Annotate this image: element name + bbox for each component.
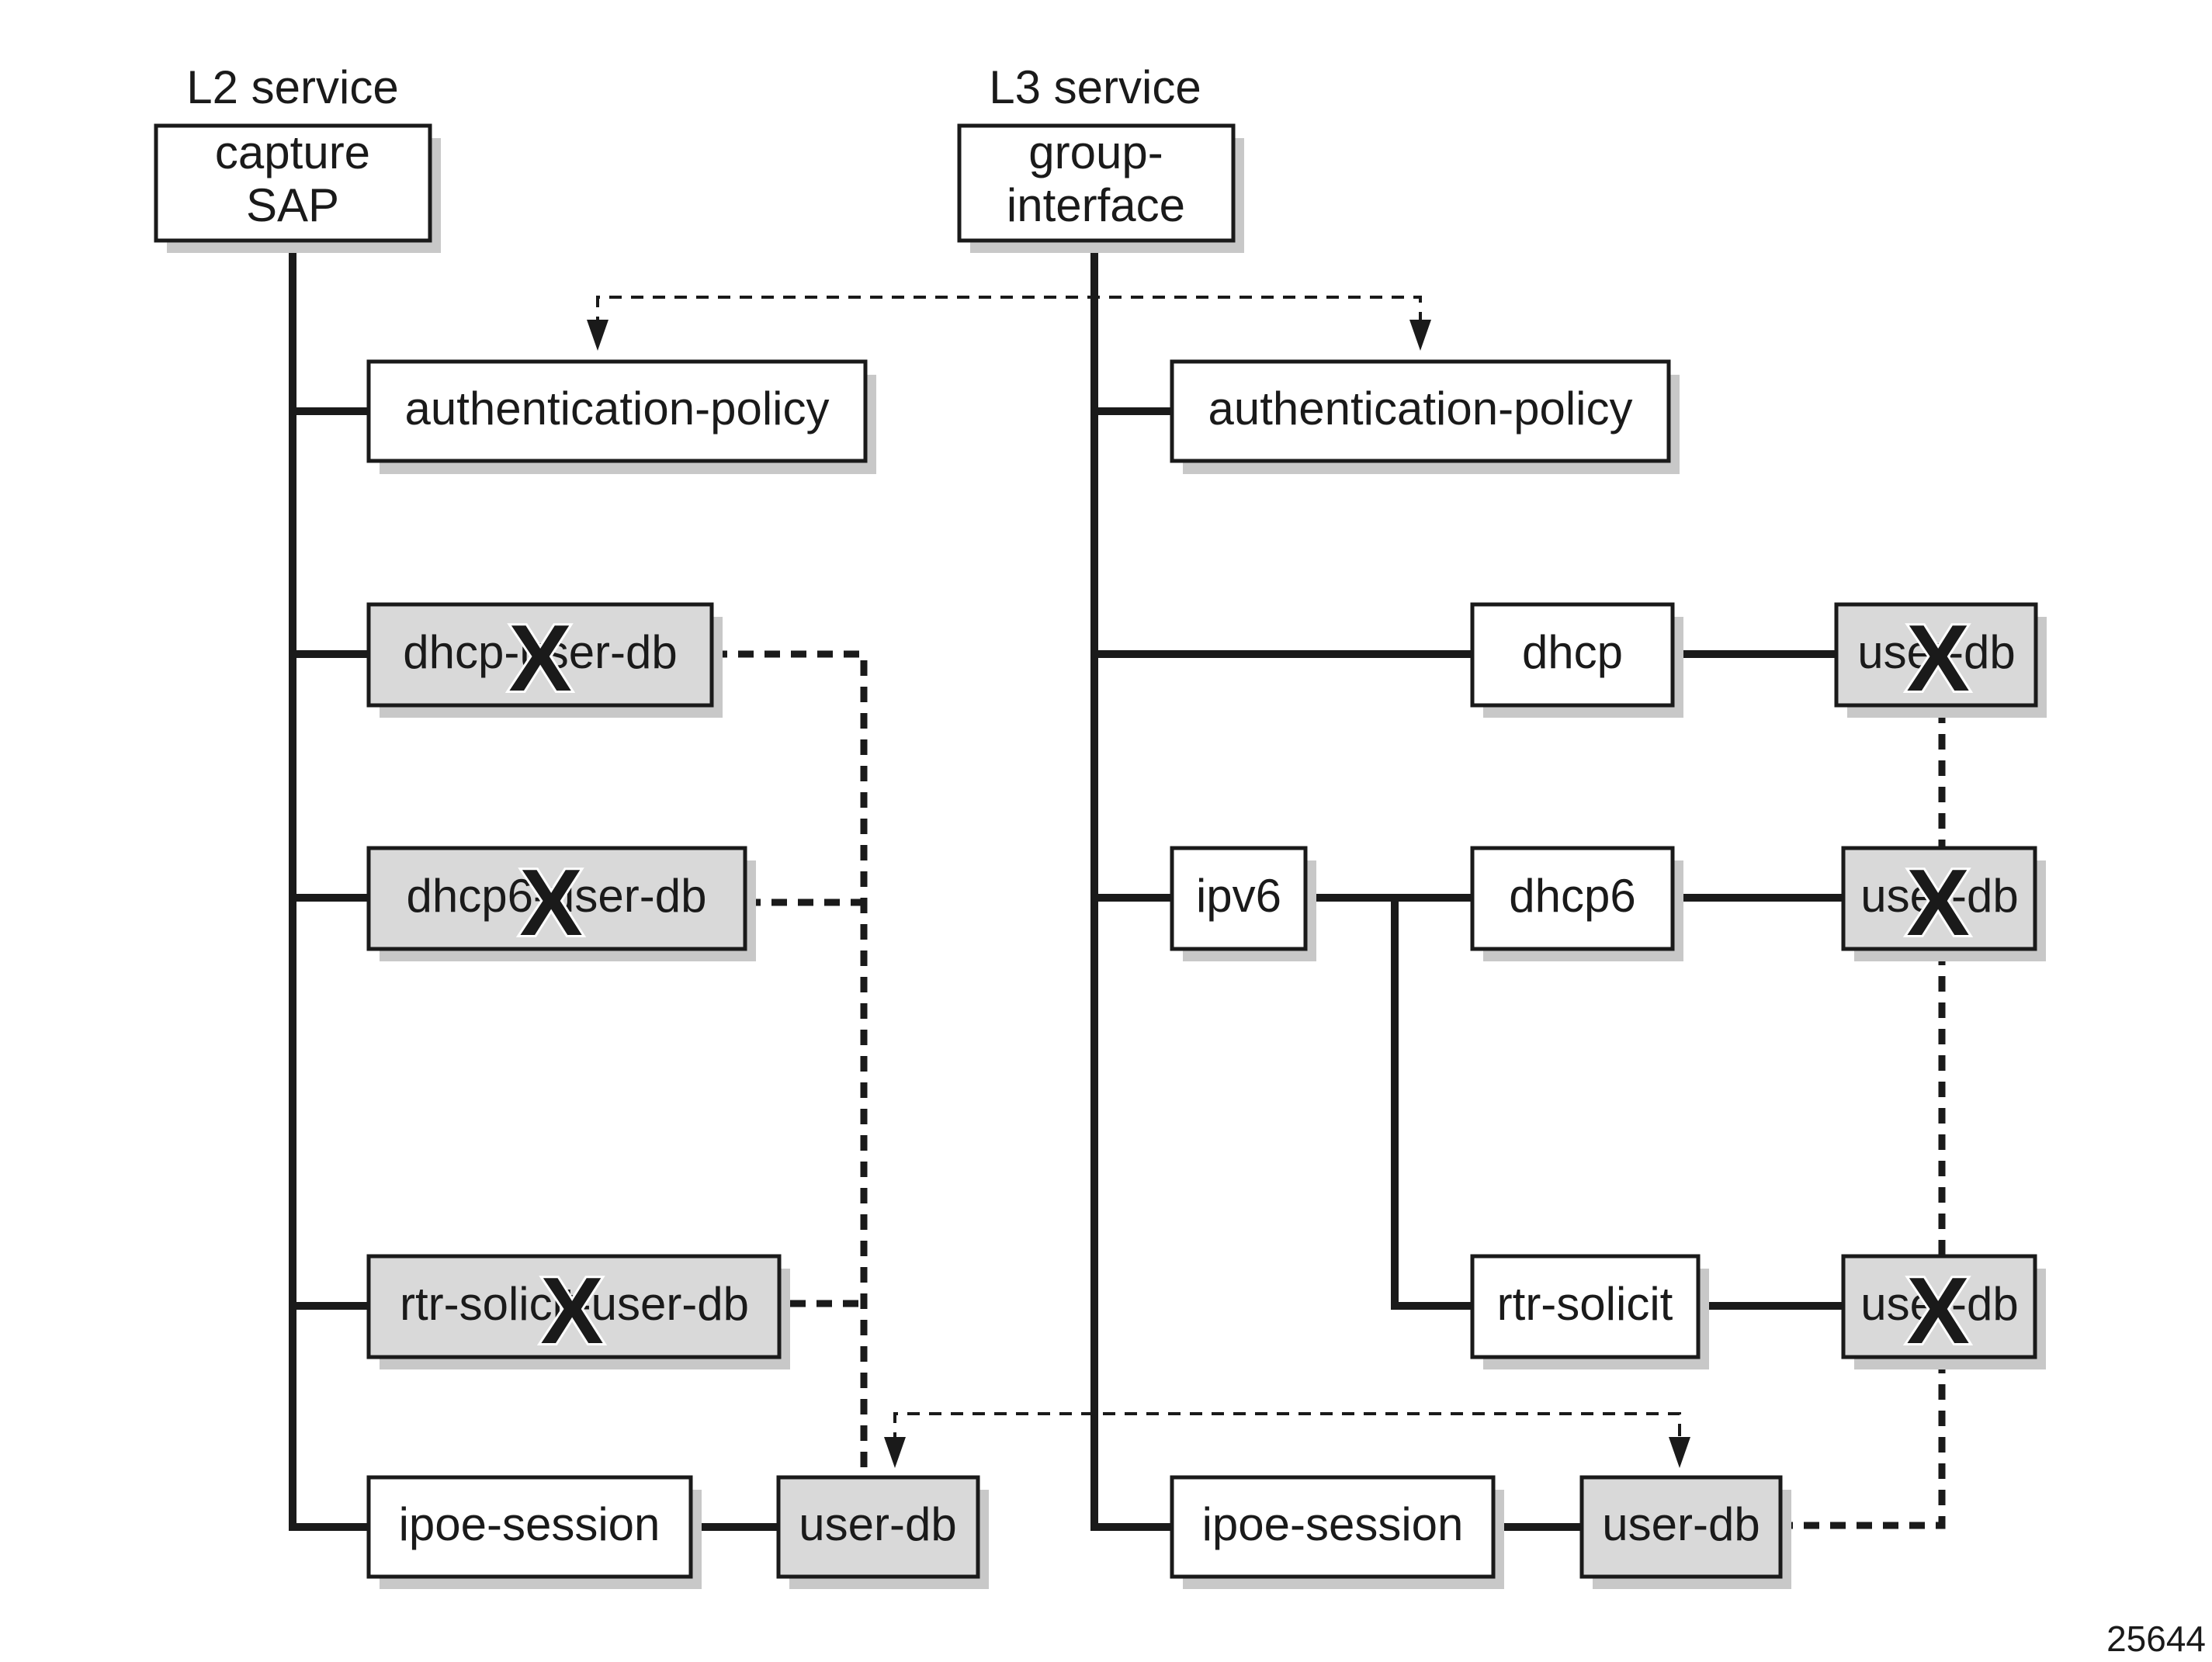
rtr-solicit-user-db-box <box>366 1254 782 1359</box>
l3-ipoe-session-node: ipoe-session <box>1170 1475 1504 1589</box>
rtr-solicit-box <box>1470 1254 1701 1359</box>
disabled-x-icon: X <box>1906 1258 1969 1363</box>
l2-dhcp-user-db-dashed-link <box>712 650 868 1474</box>
capture-sap-label-line2: SAP <box>246 179 339 231</box>
rtr-solicit-user-db-label: user-db <box>1860 1278 2018 1330</box>
dhcp-label: dhcp <box>1522 626 1623 678</box>
user-db-box <box>776 1475 980 1579</box>
l3-dhcp6-user-db-node: user-db X <box>1841 846 2046 961</box>
l2-capture-sap-node: capture SAP <box>154 123 441 253</box>
l3-rtr-user-db-to-user-db-dashed-link <box>1780 1358 1946 1529</box>
l3-user-db-arrowhead <box>1669 1437 1690 1468</box>
l3-rtr-solicit-node: rtr-solicit <box>1470 1254 1709 1369</box>
dhcp-user-db-label: user-db <box>1857 626 2015 678</box>
l3-authentication-policy-node: authentication-policy <box>1170 359 1680 474</box>
dhcp6-user-db-box <box>1841 846 2037 951</box>
dhcp-user-db-label: dhcp-user-db <box>403 626 678 678</box>
l2-service-header: L2 service <box>186 61 398 113</box>
l2-authentication-policy-arrowhead <box>587 320 608 351</box>
l3-user-db-node: user-db <box>1579 1475 1791 1589</box>
l2-authentication-policy-node: authentication-policy <box>366 359 876 474</box>
user-db-box <box>1579 1475 1783 1579</box>
dhcp6-box <box>1470 846 1675 951</box>
rtr-solicit-user-db-box <box>1841 1254 2037 1359</box>
ipv6-label: ipv6 <box>1196 870 1281 922</box>
dhcp-user-db-box <box>366 602 714 708</box>
group-interface-label-line2: interface <box>1007 179 1185 231</box>
disabled-x-icon: X <box>540 1258 603 1363</box>
disabled-x-icon: X <box>508 605 571 711</box>
l3-rtr-solicit-user-db-node: user-db X <box>1841 1254 2046 1369</box>
l3-dhcp-user-db-node: user-db X <box>1834 602 2047 718</box>
disabled-x-icon: X <box>1906 850 1969 955</box>
authentication-policy-shared-dashed-link <box>596 296 1422 329</box>
ipoe-session-label: ipoe-session <box>399 1498 660 1550</box>
l2-dhcp6-user-db-node: dhcp6-user-db X <box>366 846 756 961</box>
authentication-policy-label: authentication-policy <box>1208 383 1632 435</box>
l3-dhcp6-node: dhcp6 <box>1470 846 1683 961</box>
l2-dhcp-user-db-node: dhcp-user-db X <box>366 602 723 718</box>
disabled-x-icon: X <box>519 850 582 955</box>
dhcp6-user-db-box <box>366 846 747 951</box>
l2-service-column: L2 service capture SAP authentication-po… <box>154 61 989 1589</box>
authentication-policy-label: authentication-policy <box>404 383 829 435</box>
l2-user-db-arrowhead <box>884 1437 906 1468</box>
l2-rtr-solicit-user-db-node: rtr-solicit-user-db X <box>366 1254 790 1369</box>
authentication-policy-box <box>1170 359 1671 463</box>
l3-ipv6-node: ipv6 <box>1170 846 1316 961</box>
disabled-x-icon: X <box>1906 605 1969 711</box>
dhcp6-user-db-label: dhcp6-user-db <box>407 870 707 922</box>
dhcp-user-db-box <box>1834 602 2038 708</box>
user-db-label: user-db <box>799 1498 956 1550</box>
l2-user-db-node: user-db <box>776 1475 989 1589</box>
dhcp6-user-db-label: user-db <box>1860 870 2018 922</box>
l3-group-interface-node: group- interface <box>957 123 1244 253</box>
ipoe-session-label: ipoe-session <box>1202 1498 1464 1550</box>
ipv6-box <box>1170 846 1308 951</box>
dhcp-box <box>1470 602 1675 708</box>
l3-service-column: L3 service group- interface authenticati… <box>957 61 2047 1589</box>
rtr-solicit-user-db-label: rtr-solicit-user-db <box>400 1278 749 1330</box>
capture-sap-box <box>154 123 432 243</box>
l3-dhcp-node: dhcp <box>1470 602 1683 718</box>
ipoe-session-box <box>1170 1475 1496 1579</box>
authentication-policy-box <box>366 359 868 463</box>
rtr-solicit-label: rtr-solicit <box>1497 1278 1673 1330</box>
l3-service-header: L3 service <box>989 61 1201 113</box>
ipoe-session-box <box>366 1475 693 1579</box>
solid-connectors <box>289 239 1843 1531</box>
dashed-connectors <box>587 296 1946 1529</box>
figure-number: 25644 <box>2106 1619 2206 1659</box>
dhcp6-label: dhcp6 <box>1509 870 1635 922</box>
capture-sap-label-line1: capture <box>215 126 370 178</box>
user-db-label: user-db <box>1602 1498 1760 1550</box>
l2-ipoe-session-node: ipoe-session <box>366 1475 702 1589</box>
group-interface-box <box>957 123 1236 243</box>
group-interface-label-line1: group- <box>1028 126 1163 178</box>
user-db-shared-dashed-link <box>893 1412 1681 1445</box>
l3-authentication-policy-arrowhead <box>1409 320 1431 351</box>
